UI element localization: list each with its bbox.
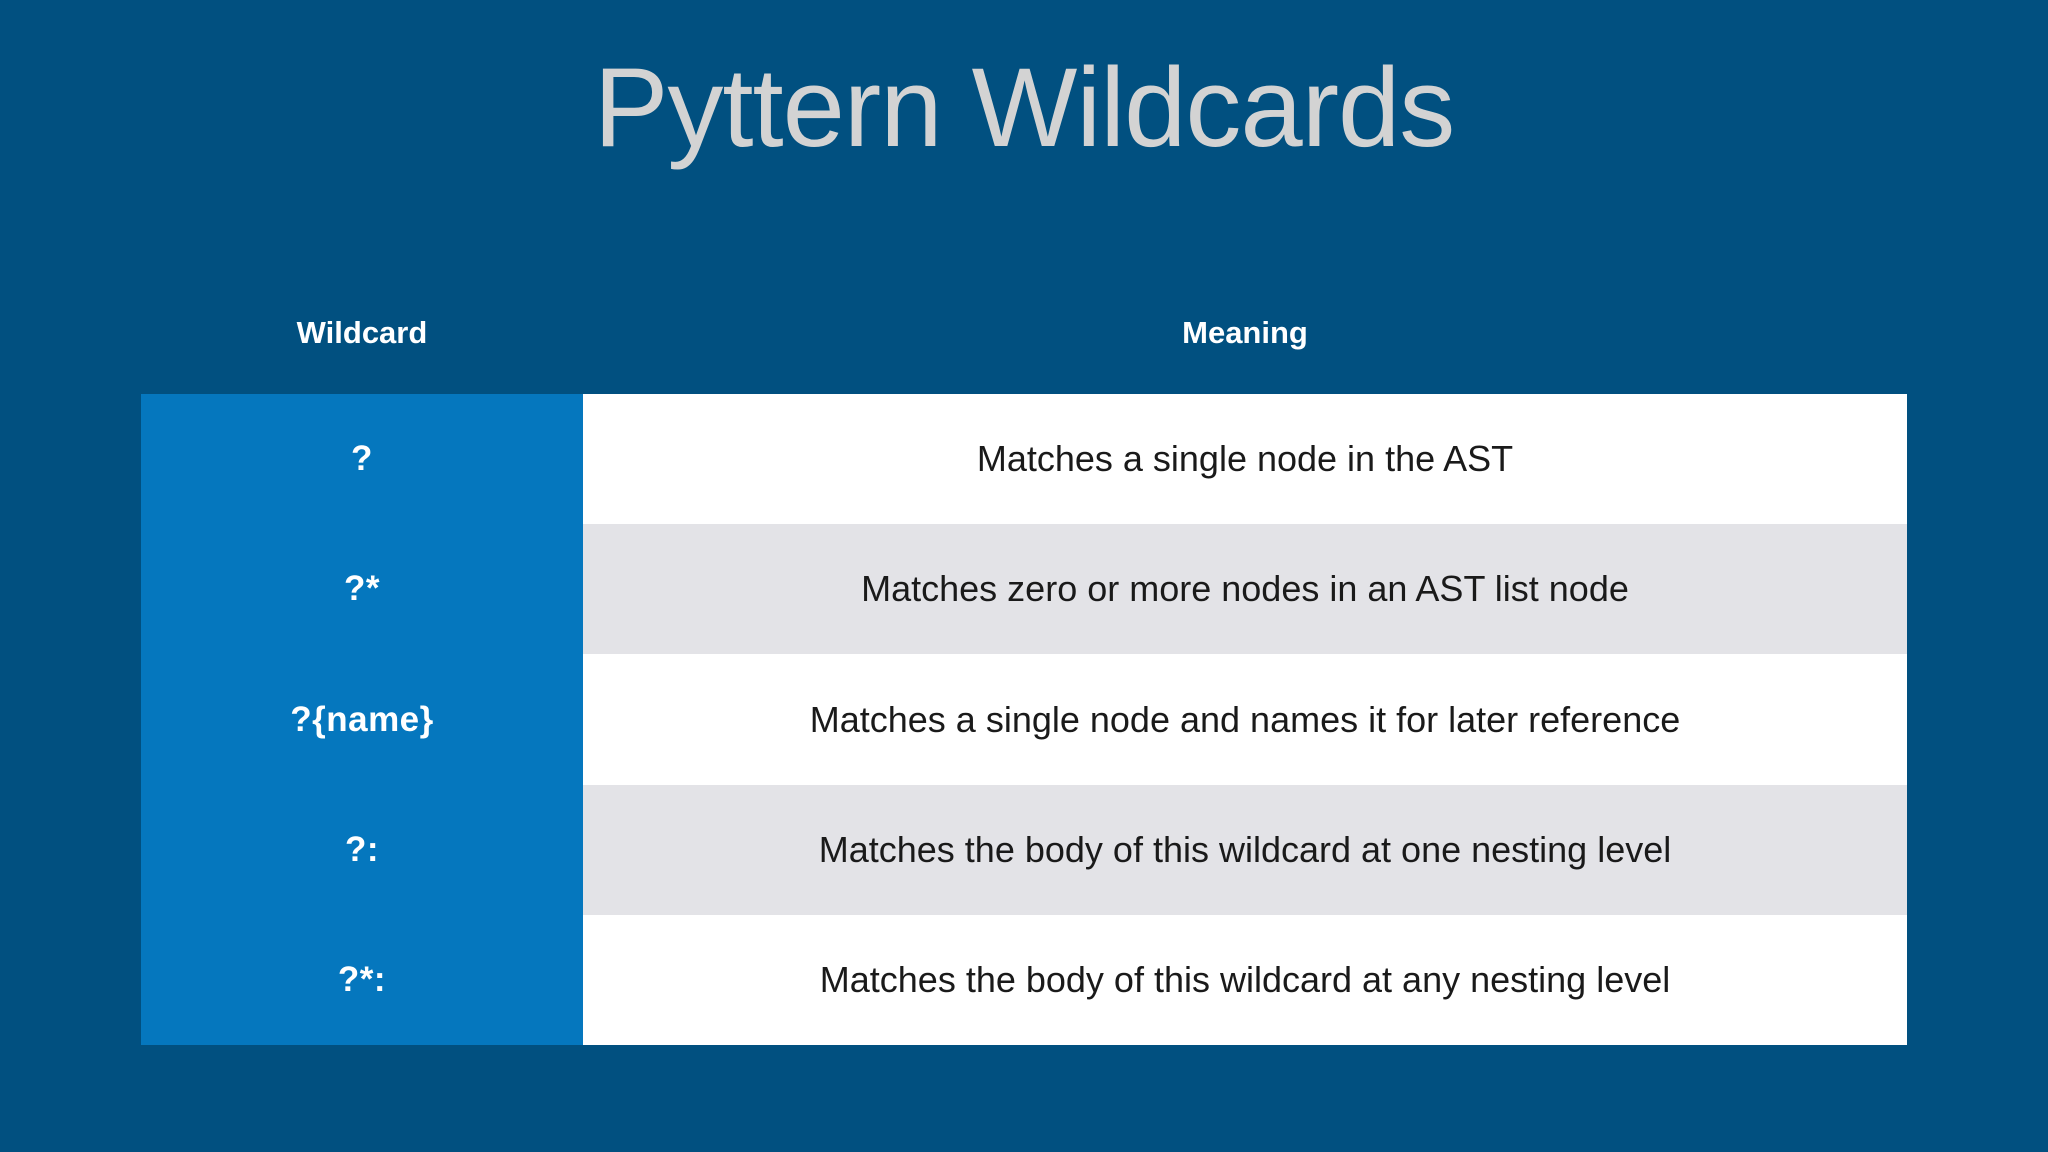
column-header-meaning: Meaning	[1182, 315, 1308, 350]
cell-meaning: Matches a single node and names it for l…	[583, 654, 1907, 785]
table-column-headers: Wildcard Meaning	[141, 302, 1907, 364]
wildcard-table: ? Matches a single node in the AST ?* Ma…	[141, 394, 1907, 1046]
cell-wildcard: ?*:	[141, 914, 583, 1046]
cell-wildcard: ?*	[141, 524, 583, 655]
cell-meaning: Matches a single node in the AST	[583, 394, 1907, 525]
table-row: ?* Matches zero or more nodes in an AST …	[141, 524, 1907, 655]
cell-wildcard: ?{name}	[141, 654, 583, 785]
table-row: ?: Matches the body of this wildcard at …	[141, 784, 1907, 915]
cell-meaning: Matches the body of this wildcard at any…	[583, 914, 1907, 1046]
cell-meaning: Matches the body of this wildcard at one…	[583, 784, 1907, 915]
table-row: ?*: Matches the body of this wildcard at…	[141, 914, 1907, 1046]
column-header-wildcard: Wildcard	[296, 315, 428, 350]
cell-wildcard: ?:	[141, 784, 583, 915]
table-row: ? Matches a single node in the AST	[141, 394, 1907, 525]
cell-meaning: Matches zero or more nodes in an AST lis…	[583, 524, 1907, 655]
table-row: ?{name} Matches a single node and names …	[141, 654, 1907, 785]
page-title: Pyttern Wildcards	[593, 45, 1456, 170]
cell-wildcard: ?	[141, 394, 583, 525]
